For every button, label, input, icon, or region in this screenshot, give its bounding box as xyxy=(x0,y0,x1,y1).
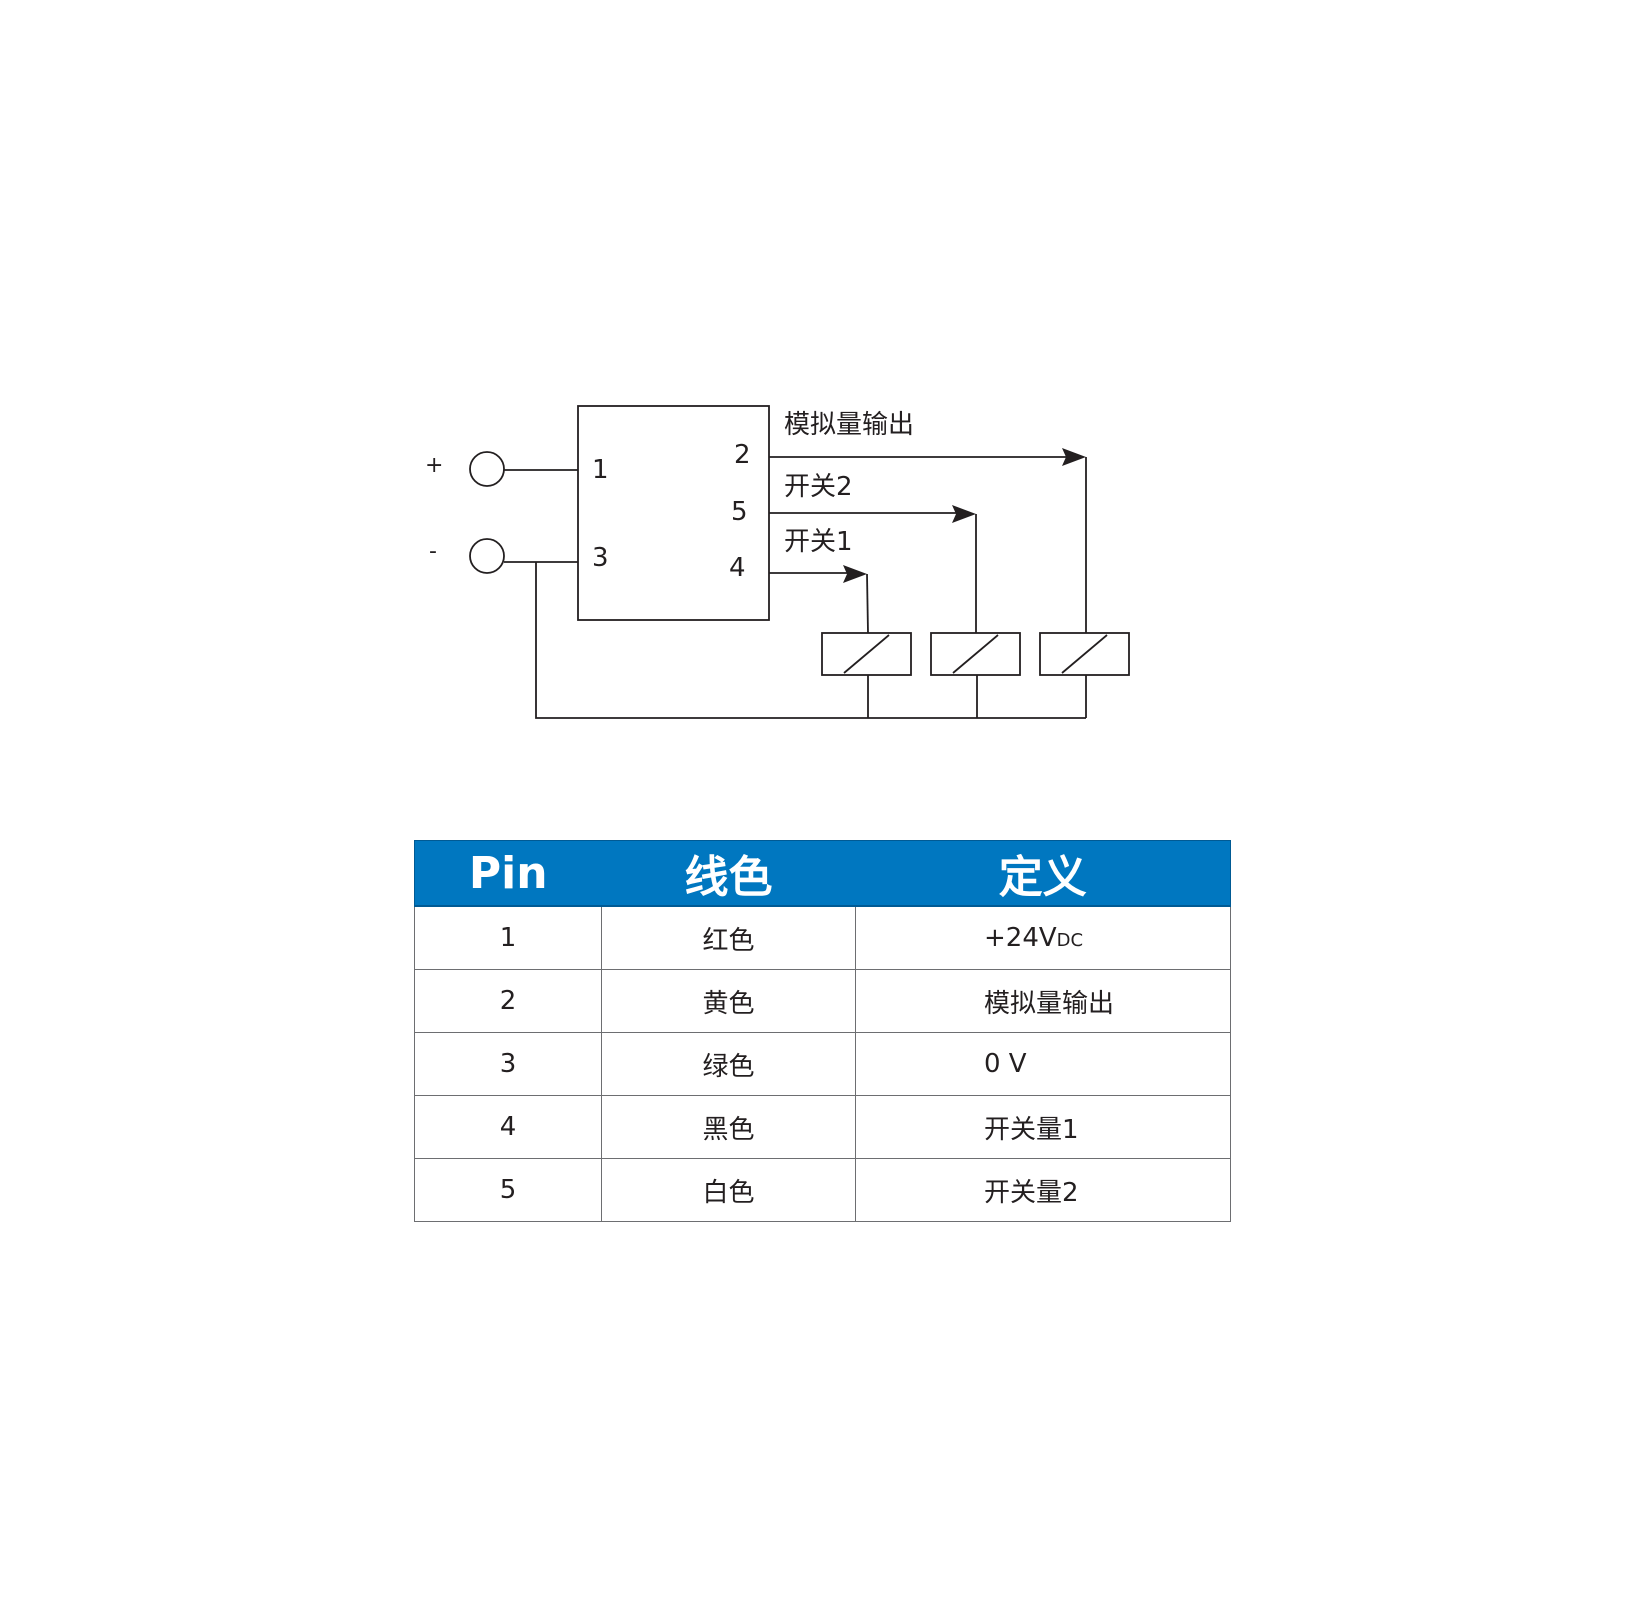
row-definition: 模拟量输出 xyxy=(855,969,1231,1033)
table-header-row: Pin 线色 定义 xyxy=(414,840,1231,907)
row-definition: 0 V xyxy=(855,1032,1231,1096)
analog-output-label: 模拟量输出 xyxy=(784,410,914,440)
row-definition: +24VDC xyxy=(855,905,1231,970)
row-definition: 开关量1 xyxy=(855,1095,1231,1159)
arrow-analog xyxy=(1062,448,1086,466)
table-row: 4 黑色 开关量1 xyxy=(414,1095,1231,1159)
pin-3-label: 3 xyxy=(592,543,609,573)
table-row: 5 白色 开关量2 xyxy=(414,1158,1231,1222)
header-definition: 定义 xyxy=(855,840,1231,907)
row-wire-color: 黄色 xyxy=(601,969,856,1033)
pin-definition-table: Pin 线色 定义 1 红色 +24VDC 2 黄色 模拟量输出 3 绿色 0 … xyxy=(414,840,1231,1222)
load-2-slash xyxy=(952,634,999,674)
minus-terminal xyxy=(469,538,505,574)
ground-return-bus xyxy=(535,562,1086,719)
row-pin: 3 xyxy=(414,1032,602,1096)
sensor-box xyxy=(577,405,770,621)
load-1-slash xyxy=(843,634,890,674)
row-pin: 4 xyxy=(414,1095,602,1159)
switch-1-label: 开关1 xyxy=(784,527,853,557)
header-pin: Pin xyxy=(414,840,602,907)
header-wire-color: 线色 xyxy=(601,840,856,907)
pin-5-label: 5 xyxy=(731,497,748,527)
row-pin: 1 xyxy=(414,905,602,970)
row-pin: 2 xyxy=(414,969,602,1033)
load-3-slash xyxy=(1061,634,1108,674)
definition-subscript: DC xyxy=(1056,930,1084,951)
wiring-diagram: + - 1 3 2 5 4 模拟量输出 开关2 开关1 xyxy=(425,405,1130,719)
definition-main: +24V xyxy=(984,923,1057,953)
switch-2-label: 开关2 xyxy=(784,472,853,502)
table-row: 1 红色 +24VDC xyxy=(414,905,1231,970)
pin-4-label: 4 xyxy=(729,553,746,583)
row-pin: 5 xyxy=(414,1158,602,1222)
row-wire-color: 红色 xyxy=(601,905,856,970)
minus-label: - xyxy=(429,539,437,564)
plus-label: + xyxy=(425,453,443,478)
table-row: 2 黄色 模拟量输出 xyxy=(414,969,1231,1033)
wire-switch1-down xyxy=(866,573,869,634)
plus-terminal xyxy=(469,451,505,487)
row-wire-color: 绿色 xyxy=(601,1032,856,1096)
arrow-switch1 xyxy=(843,565,867,583)
pin-2-label: 2 xyxy=(734,440,751,470)
pin-1-label: 1 xyxy=(592,455,609,485)
table-row: 3 绿色 0 V xyxy=(414,1032,1231,1096)
row-wire-color: 白色 xyxy=(601,1158,856,1222)
row-definition: 开关量2 xyxy=(855,1158,1231,1222)
load-2 xyxy=(930,632,1021,676)
arrow-switch2 xyxy=(952,505,976,523)
row-wire-color: 黑色 xyxy=(601,1095,856,1159)
